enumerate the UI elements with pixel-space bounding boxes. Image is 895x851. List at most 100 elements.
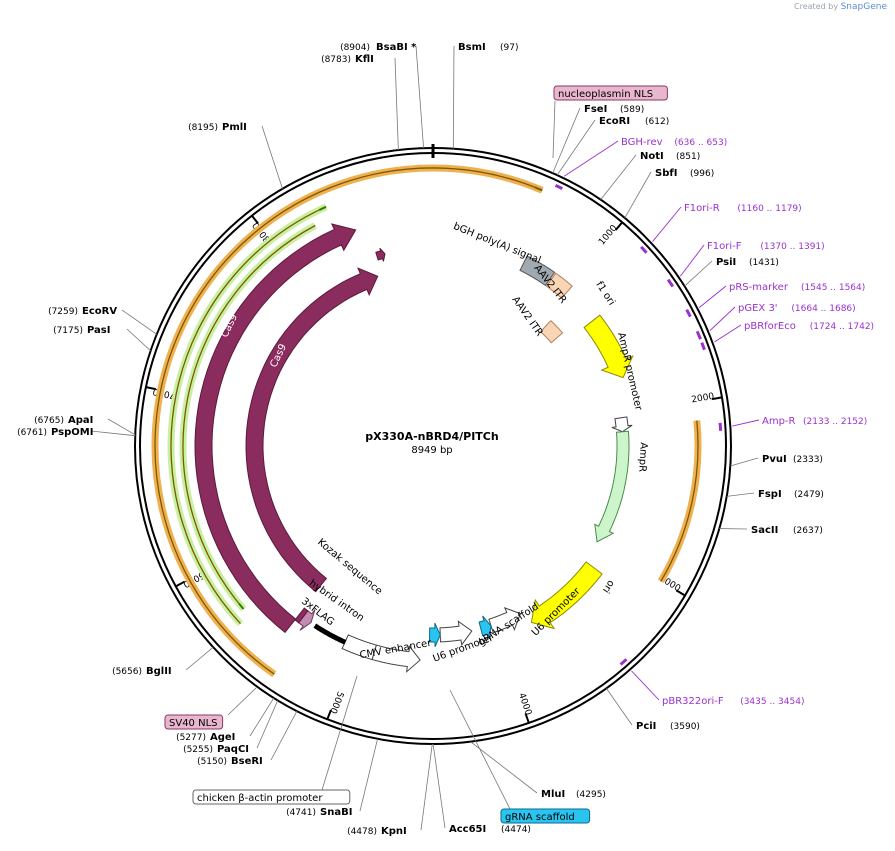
leader-sbfi [624, 171, 652, 219]
tick-5000 [326, 709, 332, 720]
orf-long-line [154, 167, 543, 675]
site-pos-ecorv: (7259) [48, 307, 78, 317]
tick-label-1000: 1000 [597, 223, 620, 247]
site-name-psii: PsiI [716, 257, 736, 268]
site-pos-agei: (5277) [176, 733, 206, 743]
site-pos-fspi: (2479) [794, 490, 824, 500]
primer-leader-f1orir [652, 206, 682, 242]
leader-snabi [359, 738, 378, 812]
cas9-inner-arrow [245, 267, 379, 593]
leader-pcii [606, 688, 633, 726]
feature-layer [194, 223, 634, 673]
site-pos-pspomi: (6761) [17, 428, 47, 438]
plasmid-name: pX330A-nBRD4/PITCh [365, 430, 498, 443]
primer-range-bghrev: (636 .. 653) [674, 138, 727, 148]
site-name-pasi: PasI [87, 325, 110, 336]
cba-promoter-block [341, 634, 377, 661]
site-name-apai: ApaI [68, 415, 93, 426]
site-name-agei: AgeI [210, 732, 235, 743]
site-pos-snabi: (4741) [286, 808, 316, 818]
tick-label-2000: 2000 [691, 392, 716, 406]
primer-leader-pbrforeco [714, 324, 742, 343]
tick-8000 [251, 215, 259, 225]
site-name-mlui: MluI [541, 789, 565, 800]
site-pos-bglii: (5656) [112, 667, 142, 677]
site-pos-pmli: (8195) [188, 123, 218, 133]
site-pos-ecori: (612) [645, 117, 669, 127]
primer-range-pbrforeco: (1724 .. 1742) [810, 322, 874, 332]
cas9-outer-arrow [194, 223, 357, 634]
site-name-pcii: PciI [636, 721, 656, 732]
grna-scaffold-1-arrow [478, 615, 492, 640]
box-grnascaffold [500, 808, 591, 824]
primer-range-f1orif: (1370 .. 1391) [760, 242, 824, 252]
leader-pmli [261, 125, 283, 189]
ampr-arrow [594, 430, 630, 543]
u6-promoter-2-arrow [439, 620, 473, 647]
label-aav2-itr-2: AAV2 ITR [509, 295, 544, 339]
site-pos-noti: (851) [676, 152, 700, 162]
site-name-fspi: FspI [758, 489, 782, 500]
site-name-paqci: PaqCI [217, 744, 249, 755]
leader-ecori [556, 119, 596, 176]
primer-name-prsmarker: pRS-marker [729, 282, 789, 293]
site-pos-psii: (1431) [749, 258, 779, 268]
site-name-kpni: KpnI [381, 826, 407, 837]
site-name-bseri: BseRI [231, 756, 263, 767]
box-label-chickenactinpromoter: chicken β-actin promoter [197, 793, 323, 804]
site-name-ecori: EcoRI [599, 116, 630, 127]
primer-leader-prsmarker [698, 285, 727, 308]
credit-brand: SnapGene [840, 2, 887, 12]
site-pos-kfli: (8783) [321, 55, 351, 65]
leader-agei [249, 697, 275, 737]
site-leaders [90, 45, 759, 831]
orf-arcs [151, 164, 702, 678]
orf-green-outer-arrow [318, 205, 327, 211]
leader-kpni [420, 743, 433, 831]
primer-range-f1orir: (1160 .. 1179) [737, 204, 801, 214]
orf-ampr-line [660, 420, 699, 582]
snapgene-credit: Created by SnapGene [794, 2, 887, 12]
tick-7000 [145, 386, 156, 391]
site-pos-acc65i: (4474) [501, 825, 531, 835]
site-pos-pvui: (2333) [793, 455, 823, 465]
grna-scaffold-2-arrow [428, 622, 441, 648]
box-label-grnascaffold: gRNA scaffold [505, 812, 575, 823]
tick-6000 [175, 580, 186, 588]
primer-name-pgex3: pGEX 3' [738, 303, 778, 314]
site-name-sbfi: SbfI [655, 168, 677, 179]
site-pos-kpni: (4478) [347, 827, 377, 837]
hybrid-intron-line [313, 623, 347, 645]
site-name-pspomi: PspOMI [51, 427, 93, 438]
tick-4000 [524, 713, 530, 724]
primer-range-pbr322orif: (3435 .. 3454) [740, 697, 804, 707]
label-ori: ori [600, 578, 616, 595]
u6-promoter-1-arrow [488, 607, 522, 634]
leader-pvui [730, 457, 759, 467]
site-name-fsei: FseI [584, 104, 607, 115]
box-label-nucleoplasminnls: nucleoplasmin NLS [558, 89, 653, 100]
leader-bsabi [415, 45, 424, 149]
ori-arrow [530, 561, 603, 630]
leader-apai [107, 418, 136, 436]
primer-leader-f1orif [679, 244, 705, 277]
primer-layer: BGH-rev(636 .. 653)F1ori-R(1160 .. 1179)… [554, 137, 874, 707]
label-f1-ori: f1 ori [593, 280, 616, 308]
tick-1000 [615, 221, 623, 231]
primer-name-pbrforeco: pBRforEco [744, 321, 796, 332]
nucleoplasmin-nls-block [375, 247, 386, 262]
site-name-ecorv: EcoRV [82, 306, 117, 317]
leader-ecorv [121, 309, 157, 335]
primer-leader-pbr322orif [631, 670, 660, 701]
orf-green-inner-line [182, 224, 316, 610]
box-chickenactinpromoter [192, 789, 351, 805]
primer-mark-pbrforeco [700, 342, 706, 351]
tick-3000 [675, 589, 686, 597]
box-leader-sv40nls [227, 687, 257, 716]
primer-name-f1orif: F1ori-F [707, 241, 742, 252]
site-pos-sbfi: (996) [690, 169, 714, 179]
site-name-noti: NotI [640, 151, 664, 162]
site-name-bglii: BglII [146, 666, 172, 677]
primer-mark-f1orir [640, 245, 648, 254]
label-bgh-polya: bGH poly(A) signal [452, 221, 543, 266]
